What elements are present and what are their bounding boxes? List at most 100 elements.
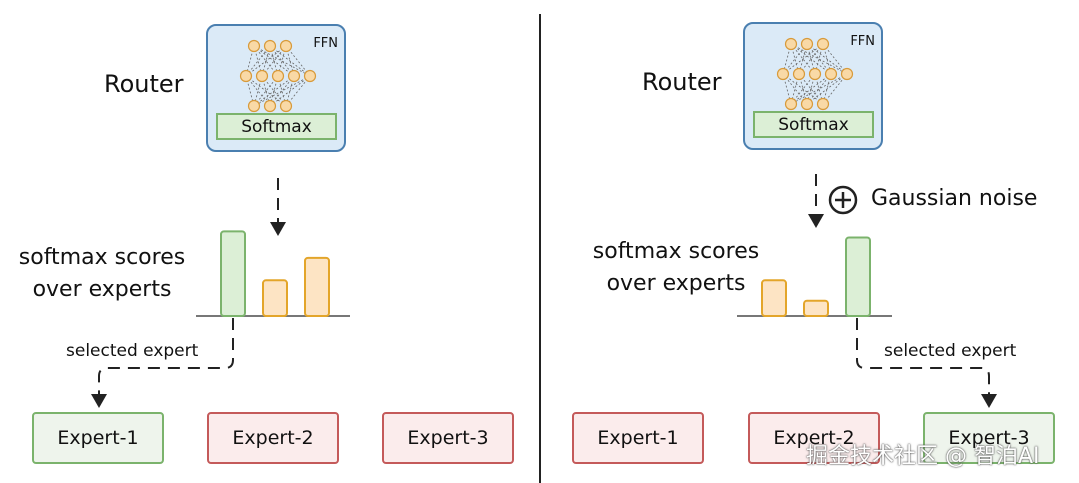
net-edge <box>790 43 816 75</box>
ffn-label: FFN <box>850 34 875 49</box>
router-label: Router <box>642 68 722 96</box>
net-edge <box>790 43 848 75</box>
router-arrow-head <box>808 214 824 228</box>
left-bars <box>220 230 330 317</box>
net-edge <box>798 73 824 105</box>
net-node <box>247 99 261 113</box>
expert-2-box: Expert-2 <box>748 412 880 464</box>
net-edge <box>245 75 287 107</box>
softmax-box: Softmax <box>216 113 337 140</box>
net-node <box>800 97 814 111</box>
router-box: FFN Softmax <box>743 22 883 150</box>
score-bar-2 <box>262 279 288 317</box>
score-bar-3 <box>845 236 871 318</box>
neural-network-icon <box>776 37 854 111</box>
net-node <box>247 39 261 53</box>
net-node <box>239 69 253 83</box>
net-node <box>263 99 277 113</box>
net-node <box>784 37 798 51</box>
net-edge <box>782 73 808 105</box>
net-node <box>303 69 317 83</box>
score-bar-1 <box>761 279 787 317</box>
net-node <box>784 97 798 111</box>
net-node <box>279 39 293 53</box>
net-node <box>800 37 814 51</box>
selected-expert-label: selected expert <box>66 341 199 361</box>
net-node <box>776 67 790 81</box>
net-edge <box>822 73 848 105</box>
panel-divider <box>539 14 541 483</box>
selection-connector <box>98 318 234 396</box>
scores-label: softmax scores over experts <box>578 236 774 300</box>
expert-1-box: Expert-1 <box>32 412 164 464</box>
net-edge <box>782 43 808 75</box>
net-edge <box>790 73 848 105</box>
net-node <box>255 69 269 83</box>
net-edge <box>261 75 287 107</box>
net-edge <box>790 73 816 105</box>
expert-3-box: Expert-3 <box>382 412 514 464</box>
net-edge <box>253 45 295 77</box>
expert-3-box: Expert-3 <box>923 412 1055 464</box>
net-edge <box>253 75 311 107</box>
net-edge <box>269 75 295 107</box>
net-edge <box>245 45 271 77</box>
net-edge <box>790 73 832 105</box>
net-edge <box>269 45 311 77</box>
net-edge <box>269 75 311 107</box>
scores-line2: over experts <box>32 277 172 302</box>
net-node <box>792 67 806 81</box>
net-edge <box>253 45 311 77</box>
net-edge <box>798 43 824 75</box>
ffn-label: FFN <box>313 36 338 51</box>
net-node <box>271 69 285 83</box>
net-edge <box>245 75 271 107</box>
net-node <box>279 99 293 113</box>
net-edge <box>806 43 832 75</box>
scores-line1: softmax scores <box>18 245 186 270</box>
router-arrow-head <box>270 222 286 236</box>
net-edge <box>261 45 287 77</box>
net-edge <box>245 45 287 77</box>
net-node <box>287 69 301 83</box>
net-edge <box>782 43 824 75</box>
net-edge <box>790 43 832 75</box>
net-node <box>816 97 830 111</box>
router-label: Router <box>104 70 184 98</box>
net-edge <box>782 73 824 105</box>
softmax-box: Softmax <box>753 111 874 138</box>
selection-connector <box>856 318 990 396</box>
router-box: FFN Softmax <box>206 24 346 152</box>
selection-arrow-head <box>91 394 107 408</box>
net-edge <box>285 75 311 107</box>
scores-label: softmax scores over experts <box>6 242 198 306</box>
net-edge <box>806 43 848 75</box>
score-bar-2 <box>803 299 829 318</box>
right-panel: Router FFN Softmax Gaussian noise softma… <box>540 0 1079 483</box>
net-node <box>824 67 838 81</box>
watermark: 掘金技术社区 @ 智泊AI <box>806 444 1040 469</box>
net-edge <box>806 73 832 105</box>
left-panel: Router FFN Softmax softmax scores over e… <box>0 0 539 483</box>
expert-1-box: Expert-1 <box>572 412 704 464</box>
net-node <box>263 39 277 53</box>
net-node <box>808 67 822 81</box>
scores-line1: softmax scores <box>592 239 760 264</box>
net-edge <box>253 75 295 107</box>
score-bar-1 <box>220 230 246 317</box>
net-edge <box>285 45 311 77</box>
net-edge <box>806 73 848 105</box>
net-node <box>816 37 830 51</box>
net-edge <box>253 45 279 77</box>
net-edge <box>822 43 848 75</box>
net-node <box>840 67 854 81</box>
selected-expert-label: selected expert <box>884 341 1017 361</box>
right-bars <box>761 236 871 318</box>
expert-2-box: Expert-2 <box>207 412 339 464</box>
net-edge <box>269 45 295 77</box>
score-bar-3 <box>304 256 330 317</box>
neural-network-icon <box>239 39 317 113</box>
net-edge <box>253 75 279 107</box>
scores-line2: over experts <box>606 271 746 296</box>
